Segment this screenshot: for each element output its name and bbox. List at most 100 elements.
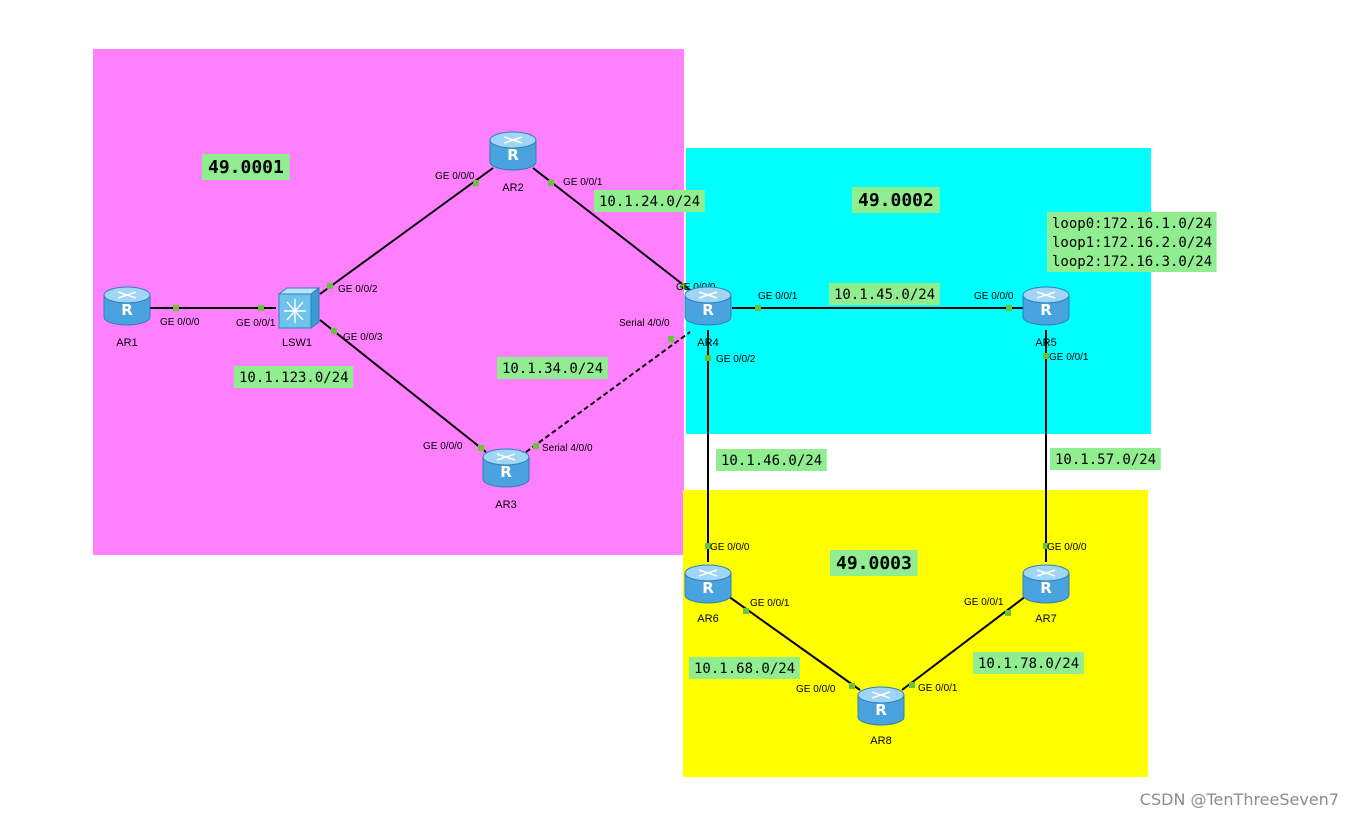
device-label: AR5 [1035,337,1056,349]
port-dot[interactable] [548,180,554,186]
svg-text:R: R [702,301,714,319]
device-label: LSW1 [282,337,312,349]
network-label-n46-text: 10.1.46.0/24 [721,453,822,469]
area-label-area1: 49.0001 [202,154,290,180]
interface-label: GE 0/0/1 [964,597,1004,608]
port-dot[interactable] [478,445,484,451]
port-dot[interactable] [1006,305,1012,311]
interface-label: GE 0/0/1 [918,683,958,694]
port-dot[interactable] [331,328,337,334]
interface-label: GE 0/0/0 [710,542,750,553]
port-dot[interactable] [173,305,179,311]
router-icon: R [482,448,530,488]
router-icon: R [1022,564,1070,604]
device-lsw1[interactable]: LSW1 [277,287,321,349]
router-icon: R [1022,286,1070,326]
port-dot[interactable] [680,283,686,289]
area-label-area3: 49.0003 [830,550,918,576]
port-dot[interactable] [705,355,711,361]
device-ar1[interactable]: R AR1 [103,286,151,349]
port-dot[interactable] [473,180,479,186]
network-label-n24: 10.1.24.0/24 [594,190,705,212]
area-label-text: 49.0002 [858,190,934,211]
port-dot[interactable] [743,608,749,614]
port-dot[interactable] [1043,543,1049,549]
area-label-area2: 49.0002 [852,187,940,213]
link-ar2-ar4[interactable] [532,167,691,291]
port-dot[interactable] [705,543,711,549]
area-label-text: 49.0003 [836,553,912,574]
port-dot[interactable] [755,305,761,311]
area-area1-region [93,49,684,555]
link-ar3-ar4[interactable] [525,331,691,453]
device-label: AR4 [697,337,718,349]
svg-text:R: R [507,146,519,164]
loopback-label-text: loop1:172.16.2.0/24 [1052,235,1212,251]
network-label-n57: 10.1.57.0/24 [1050,448,1161,470]
loopback-label-text: loop2:172.16.3.0/24 [1052,254,1212,270]
link-lsw1-ar3[interactable] [319,319,487,453]
network-label-n68: 10.1.68.0/24 [689,657,800,679]
svg-text:R: R [702,579,714,597]
port-dot[interactable] [1043,353,1049,359]
area-label-text: 49.0001 [208,157,284,178]
area-area3-region [683,490,1148,777]
device-label: AR3 [495,499,516,511]
interface-label: GE 0/0/1 [750,598,790,609]
network-label-n123-text: 10.1.123.0/24 [239,370,349,386]
device-label: AR6 [697,613,718,625]
device-ar8[interactable]: R AR8 [857,686,905,747]
port-dot[interactable] [533,443,539,449]
loopback-label: loop0:172.16.1.0/24 loop1:172.16.2.0/24 lo… [1047,212,1217,272]
interface-label: GE 0/0/1 [1049,352,1089,363]
port-dot[interactable] [909,682,915,688]
switch-icon [277,287,321,329]
device-label: AR8 [870,735,891,747]
interface-label: GE 0/0/1 [563,177,603,188]
network-label-n24-text: 10.1.24.0/24 [599,194,700,210]
svg-text:R: R [875,701,887,719]
network-label-n45: 10.1.45.0/24 [829,283,940,305]
device-ar4[interactable]: R AR4 [684,286,732,349]
interface-label: GE 0/0/0 [1047,542,1087,553]
device-label: AR1 [116,337,137,349]
port-dot[interactable] [258,305,264,311]
interface-label: Serial 4/0/0 [542,443,593,454]
interface-label: GE 0/0/0 [423,441,463,452]
router-icon: R [684,564,732,604]
port-dot[interactable] [849,683,855,689]
svg-text:R: R [1040,301,1052,319]
interface-label: GE 0/0/3 [343,332,383,343]
network-label-n34: 10.1.34.0/24 [497,357,608,379]
network-label-n123: 10.1.123.0/24 [234,366,354,388]
link-lsw1-ar2[interactable] [319,167,494,295]
network-label-n57-text: 10.1.57.0/24 [1055,452,1156,468]
router-icon: R [684,286,732,326]
network-label-n45-text: 10.1.45.0/24 [834,287,935,303]
interface-label: GE 0/0/0 [974,291,1014,302]
router-icon: R [489,131,537,171]
svg-text:R: R [1040,579,1052,597]
network-label-n34-text: 10.1.34.0/24 [502,361,603,377]
device-ar5[interactable]: R AR5 [1022,286,1070,349]
link-ar6-ar8[interactable] [727,595,861,691]
device-ar3[interactable]: R AR3 [482,448,530,511]
interface-label: GE 0/0/0 [435,171,475,182]
router-icon: R [103,286,151,326]
svg-text:R: R [500,463,512,481]
network-label-n78: 10.1.78.0/24 [973,652,1084,674]
svg-text:R: R [121,301,133,319]
device-ar6[interactable]: R AR6 [684,564,732,625]
port-dot[interactable] [1005,610,1011,616]
loopback-label-text: loop0:172.16.1.0/24 [1052,216,1212,232]
interface-label: GE 0/0/2 [338,284,378,295]
port-dot[interactable] [327,283,333,289]
network-label-n46: 10.1.46.0/24 [716,449,827,471]
interface-label: GE 0/0/0 [676,282,716,293]
network-label-n78-text: 10.1.78.0/24 [978,656,1079,672]
interface-label: GE 0/0/1 [236,318,276,329]
port-dot[interactable] [668,336,674,342]
